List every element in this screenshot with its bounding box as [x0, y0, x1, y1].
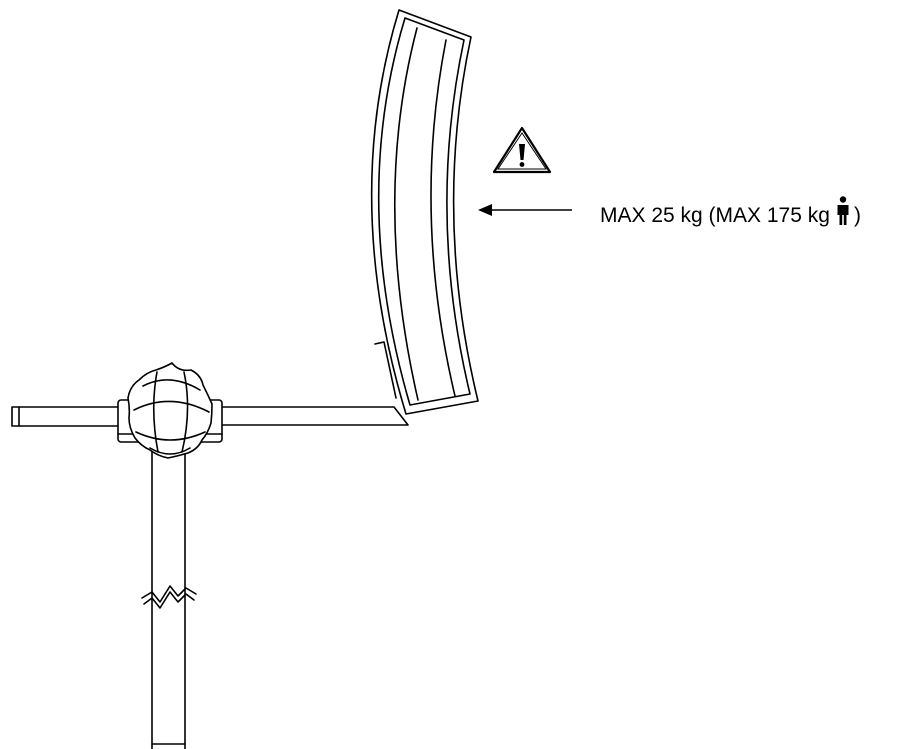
vertical-post [141, 451, 197, 749]
max-load-text-close: ) [853, 204, 861, 227]
max-load-label: MAX 25 kg (MAX 175 kg) [600, 196, 861, 231]
horizontal-bar-right [211, 406, 409, 426]
arrow-left-icon [478, 204, 572, 216]
person-icon [837, 196, 849, 225]
star-knob [127, 362, 213, 459]
armrest-pad [370, 9, 479, 415]
horizontal-bar-left [11, 406, 123, 427]
max-load-text: MAX 25 kg (MAX 175 kg [600, 204, 830, 227]
warning-triangle-icon [492, 126, 552, 174]
